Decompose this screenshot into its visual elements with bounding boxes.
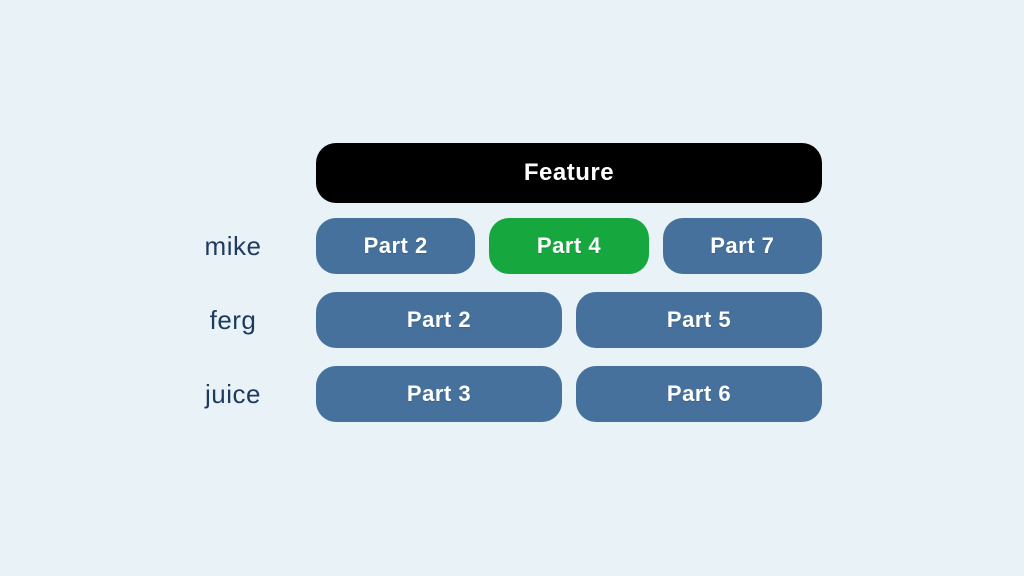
pill-juice-part-6: Part 6 xyxy=(576,366,822,422)
pill-mike-part-7: Part 7 xyxy=(662,218,822,274)
pill-group-mike: Part 2 Part 4 Part 7 xyxy=(316,218,822,274)
pill-group-ferg: Part 2 Part 5 xyxy=(316,292,822,348)
pill-ferg-part-5: Part 5 xyxy=(576,292,822,348)
header-row: Feature xyxy=(150,143,822,203)
row-label-mike: mike xyxy=(204,230,262,261)
pill-mike-part-4: Part 4 xyxy=(489,218,649,274)
pill-group-juice: Part 3 Part 6 xyxy=(316,366,822,422)
pill-juice-part-3: Part 3 xyxy=(316,366,562,422)
row-ferg: ferg Part 2 Part 5 xyxy=(150,292,822,348)
pill-ferg-part-2: Part 2 xyxy=(316,292,562,348)
row-mike: mike Part 2 Part 4 Part 7 xyxy=(150,218,822,274)
row-label-spacer xyxy=(150,143,316,203)
feature-breakdown-diagram: Feature mike Part 2 Part 4 Part 7 ferg P… xyxy=(150,143,822,440)
pill-mike-part-2: Part 2 xyxy=(316,218,476,274)
row-juice: juice Part 3 Part 6 xyxy=(150,366,822,422)
feature-bar-label: Feature xyxy=(523,159,615,186)
feature-bar: Feature xyxy=(316,143,822,203)
row-label-ferg: ferg xyxy=(209,304,257,335)
row-label-juice: juice xyxy=(205,378,261,409)
